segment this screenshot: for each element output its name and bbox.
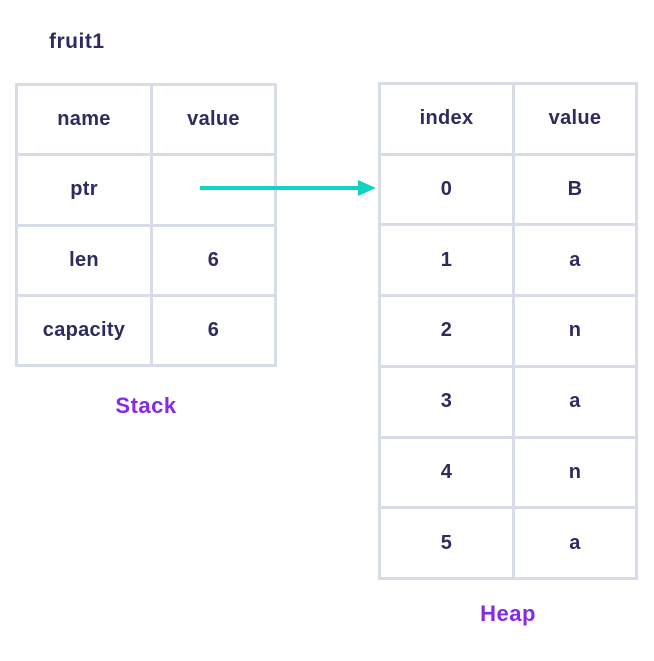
variable-name-label: fruit1 [49, 30, 105, 53]
heap-row-2-index: 2 [381, 297, 512, 365]
heap-row-1-value: a [515, 226, 635, 295]
heap-row-2-value: n [515, 297, 635, 365]
stack-row-len-value: 6 [153, 226, 274, 294]
stack-row-ptr-name: ptr [18, 156, 150, 224]
stack-header-name: name [18, 86, 150, 154]
stack-section-label: Stack [115, 393, 177, 418]
stack-row-capacity-value: 6 [153, 296, 274, 364]
heap-section-label: Heap [480, 601, 536, 626]
stack-header-value: value [153, 86, 274, 154]
heap-header-index: index [381, 85, 512, 153]
heap-table: index value 0 B 1 a 2 n 3 a 4 n 5 a [378, 82, 638, 580]
heap-row-1-index: 1 [381, 226, 512, 295]
pointer-arrow-icon [200, 180, 376, 196]
stack-row-capacity-name: capacity [18, 296, 150, 364]
heap-row-0-value: B [515, 155, 635, 224]
stack-row-len-name: len [18, 226, 150, 294]
stack-table: name value ptr len 6 capacity 6 [15, 83, 277, 367]
heap-row-5-index: 5 [381, 509, 512, 577]
heap-row-4-index: 4 [381, 438, 512, 507]
heap-header-value: value [515, 85, 635, 153]
heap-row-4-value: n [515, 438, 635, 507]
heap-row-3-index: 3 [381, 367, 512, 436]
heap-row-5-value: a [515, 509, 635, 577]
heap-row-0-index: 0 [381, 155, 512, 224]
heap-row-3-value: a [515, 367, 635, 436]
